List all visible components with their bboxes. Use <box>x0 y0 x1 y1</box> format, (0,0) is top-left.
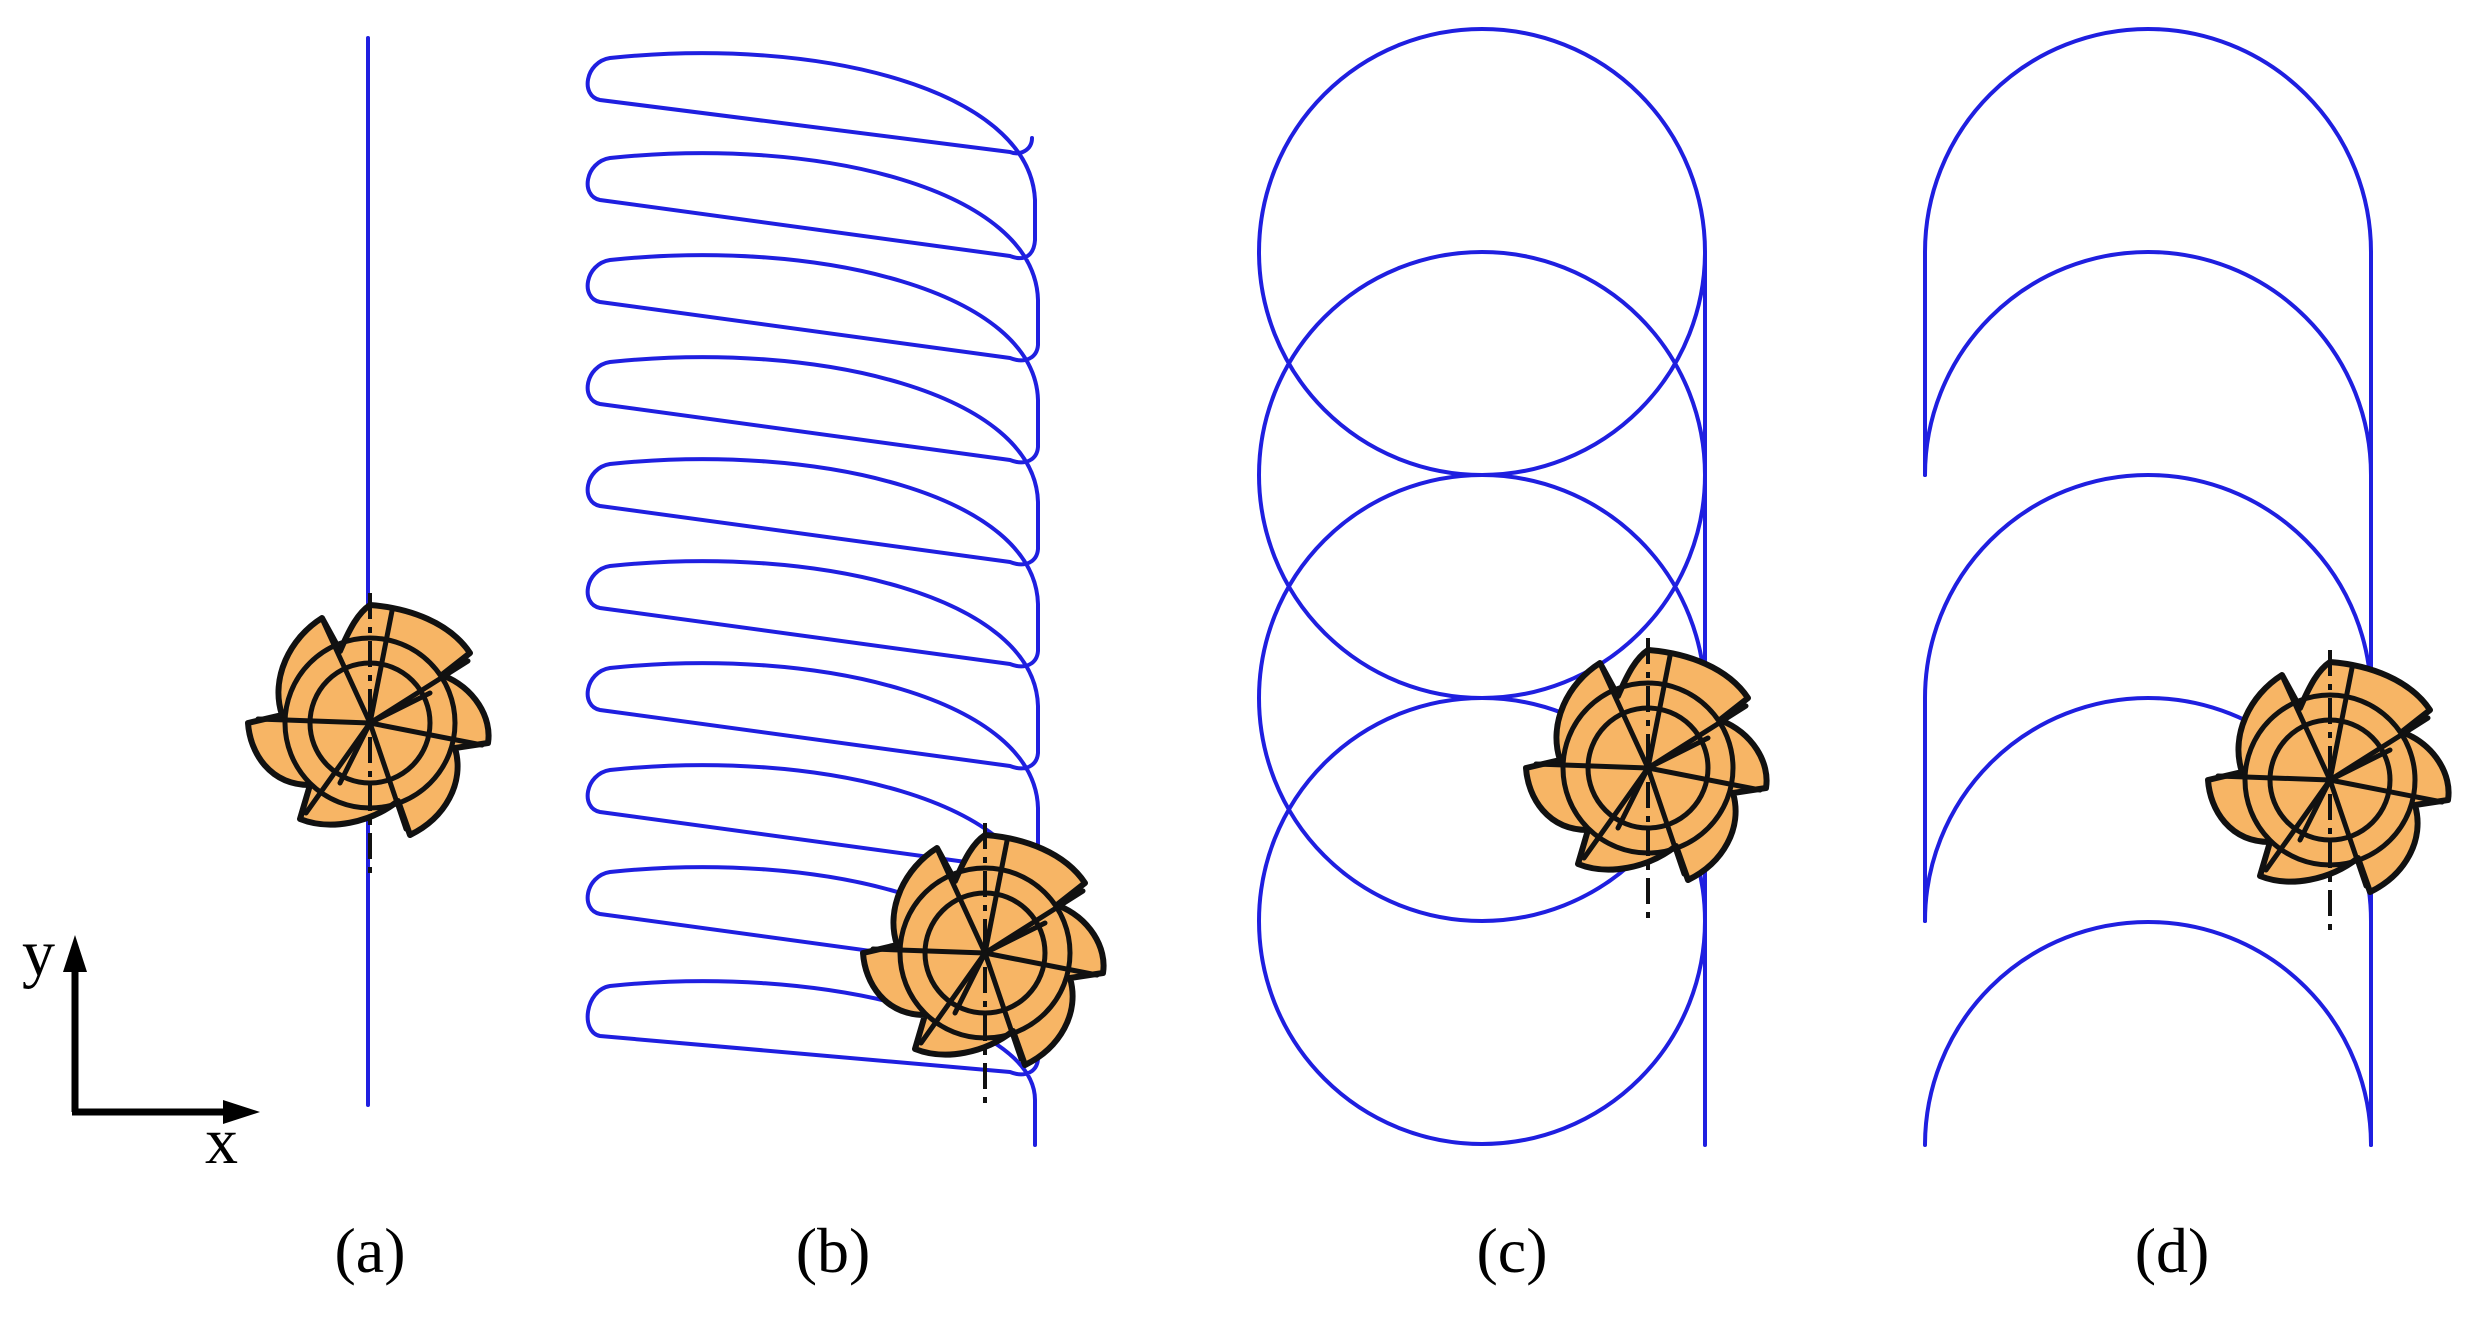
x-axis-arrowhead <box>223 1100 260 1124</box>
panel-a <box>248 36 489 1107</box>
toolpath-d-arc-2 <box>1923 250 2373 477</box>
panel-d <box>1923 27 2449 1147</box>
toolpath-d-arc-1 <box>1923 27 2373 477</box>
axes-indicator: y x <box>22 917 260 1178</box>
toolpath-d-arc-3 <box>1923 473 2373 923</box>
toolpath-b-trochoidal <box>585 51 1040 1147</box>
end-mill-cutter-icon <box>2208 650 2449 930</box>
panel-label-d: (d) <box>2135 1215 2210 1286</box>
panel-label-b: (b) <box>796 1215 871 1286</box>
y-axis-arrowhead <box>63 935 87 972</box>
x-axis-label: x <box>205 1105 238 1178</box>
panel-b <box>585 51 1104 1147</box>
panel-label-a: (a) <box>334 1215 405 1286</box>
panel-label-c: (c) <box>1476 1215 1547 1286</box>
panel-c <box>1257 27 1767 1147</box>
end-mill-cutter-icon <box>1526 638 1767 918</box>
toolpath-d-arc-5 <box>1923 920 2373 1147</box>
y-axis-label: y <box>22 917 55 990</box>
